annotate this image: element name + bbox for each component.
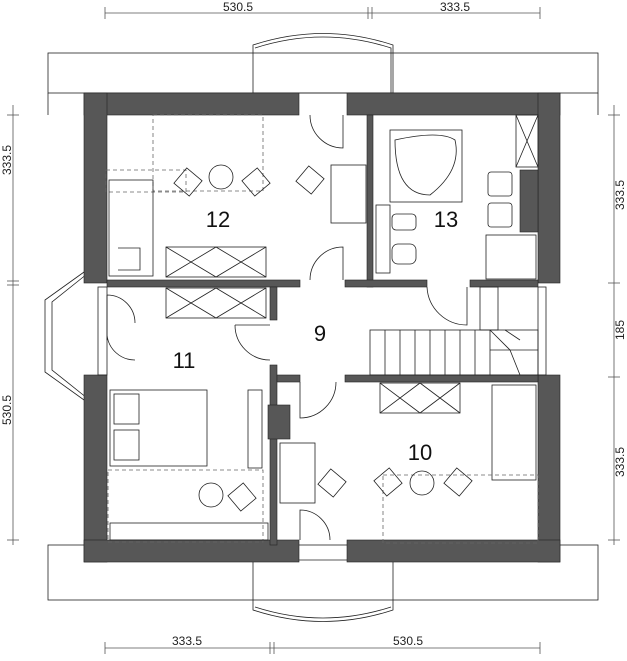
dimension-top: 530.5 333.5 [104, 0, 541, 19]
room-label-13: 13 [434, 207, 458, 232]
dim-label: 333.5 [172, 634, 202, 648]
dim-label: 530.5 [223, 0, 253, 14]
dimension-bottom: 333.5 530.5 [104, 634, 541, 654]
dim-label: 333.5 [440, 0, 470, 14]
room-label-11: 11 [173, 348, 196, 373]
room-label-12: 12 [206, 207, 230, 232]
room-label-9: 9 [314, 321, 326, 346]
dim-label: 530.5 [0, 395, 14, 425]
room-label-10: 10 [408, 440, 432, 465]
dim-label: 333.5 [613, 447, 627, 477]
dim-label: 333.5 [0, 145, 14, 175]
roof-outline [44, 33, 599, 622]
furniture [105, 114, 539, 544]
exterior-walls [83, 92, 561, 563]
dimension-right: 333.5 185 333.5 [608, 105, 627, 545]
dim-label: 185 [613, 320, 627, 340]
interior-walls [106, 114, 539, 546]
doors [97, 114, 547, 541]
dimension-left: 333.5 530.5 [0, 105, 19, 545]
dim-label: 333.5 [613, 180, 627, 210]
staircase [369, 286, 539, 376]
dim-label: 530.5 [393, 634, 423, 648]
